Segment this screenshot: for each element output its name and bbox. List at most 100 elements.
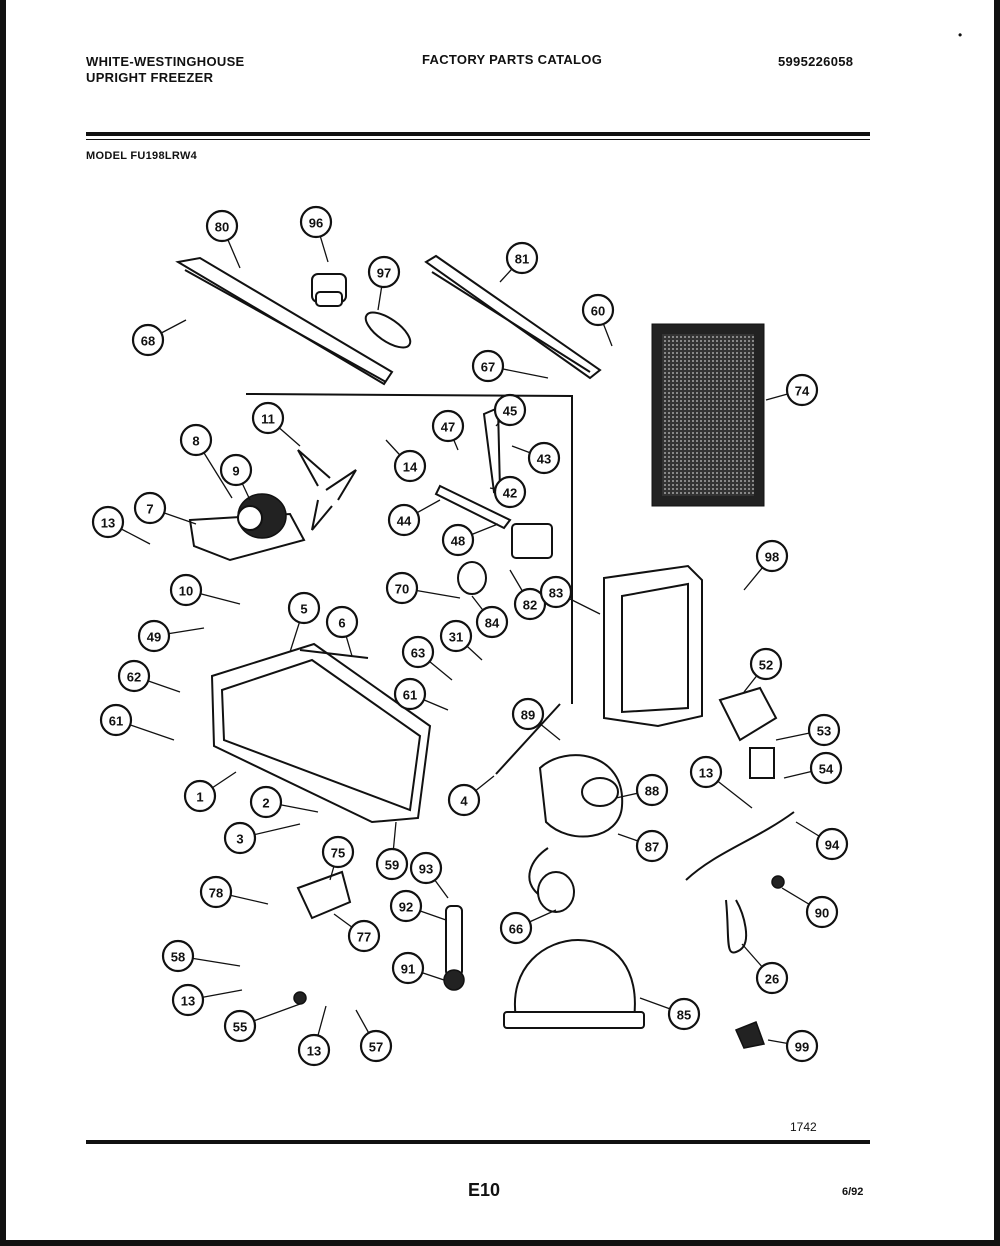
- fan-blade: [297, 449, 357, 531]
- callout-59: 59: [375, 847, 409, 881]
- callout-5: 5: [287, 591, 321, 625]
- callout-90: 90: [805, 895, 839, 929]
- callout-7: 7: [133, 491, 167, 525]
- brand-header: WHITE-WESTINGHOUSE UPRIGHT FREEZER: [86, 54, 245, 86]
- callout-number: 52: [759, 658, 773, 673]
- callout-number: 93: [419, 862, 433, 877]
- cabinet-box: [603, 564, 703, 728]
- callout-85: 85: [667, 997, 701, 1031]
- callout-number: 89: [521, 708, 535, 723]
- callout-number: 77: [357, 930, 371, 945]
- brand-line-1: WHITE-WESTINGHOUSE: [86, 54, 245, 69]
- top-rail-right: [424, 254, 602, 380]
- callout-number: 58: [171, 950, 185, 965]
- callout-13: 13: [91, 505, 125, 539]
- callout-number: 98: [765, 550, 779, 565]
- wire-frame: [245, 393, 573, 704]
- callout-10: 10: [169, 573, 203, 607]
- fan-shroud: [538, 754, 624, 838]
- grommet: [293, 991, 307, 1005]
- callout-number: 59: [385, 858, 399, 873]
- callout-number: 4: [460, 794, 468, 809]
- callout-9: 9: [219, 453, 253, 487]
- callout-number: 91: [401, 962, 415, 977]
- callout-62: 62: [117, 659, 151, 693]
- callout-number: 13: [181, 994, 195, 1009]
- callout-number: 74: [795, 384, 810, 399]
- top-rail-left: [175, 256, 394, 386]
- callout-number: 80: [215, 220, 229, 235]
- callout-number: 87: [645, 840, 659, 855]
- callout-number: 78: [209, 886, 223, 901]
- callout-number: 63: [411, 646, 425, 661]
- callout-number: 13: [101, 516, 115, 531]
- harness: [725, 899, 748, 954]
- callout-number: 57: [369, 1040, 383, 1055]
- callout-88: 88: [635, 773, 669, 807]
- motor: [528, 847, 575, 913]
- callout-84: 84: [475, 605, 509, 639]
- callout-number: 81: [515, 252, 529, 267]
- callout-number: 44: [397, 514, 412, 529]
- callout-number: 42: [503, 486, 517, 501]
- callout-number: 7: [146, 502, 153, 517]
- callout-number: 85: [677, 1008, 691, 1023]
- callout-number: 3: [236, 832, 243, 847]
- light-socket: [311, 273, 347, 307]
- callout-78: 78: [199, 875, 233, 909]
- callout-number: 53: [817, 724, 831, 739]
- callout-44: 44: [387, 503, 421, 537]
- callout-26: 26: [755, 961, 789, 995]
- page-number: E10: [468, 1180, 501, 1200]
- callout-number: 48: [451, 534, 465, 549]
- callout-number: 96: [309, 216, 323, 231]
- thermostat-knob: [457, 561, 487, 595]
- callout-80: 80: [205, 209, 239, 243]
- callout-number: 88: [645, 784, 659, 799]
- callout-number: 90: [815, 906, 829, 921]
- clip: [771, 875, 785, 889]
- callout-52: 52: [749, 647, 783, 681]
- callout-91: 91: [391, 951, 425, 985]
- callout-94: 94: [815, 827, 849, 861]
- plug: [734, 1021, 766, 1049]
- callout-number: 75: [331, 846, 345, 861]
- thermostat-box: [511, 523, 553, 559]
- figure-code: 1742: [790, 1120, 817, 1134]
- callout-13: 13: [171, 983, 205, 1017]
- callout-number: 82: [523, 598, 537, 613]
- callout-number: 11: [261, 412, 275, 427]
- callout-number: 6: [338, 616, 345, 631]
- catalog-title: FACTORY PARTS CATALOG: [422, 52, 603, 67]
- callout-number: 2: [262, 796, 269, 811]
- callout-99: 99: [785, 1029, 819, 1063]
- callout-47: 47: [431, 409, 465, 443]
- callout-48: 48: [441, 523, 475, 557]
- callout-83: 83: [539, 575, 573, 609]
- callout-57: 57: [359, 1029, 393, 1063]
- callout-58: 58: [161, 939, 195, 973]
- callout-number: 49: [147, 630, 161, 645]
- footer-rule: [86, 1140, 870, 1144]
- callout-number: 54: [819, 762, 834, 777]
- mounting-bracket: [296, 870, 352, 920]
- callout-70: 70: [385, 571, 419, 605]
- callout-number: 43: [537, 452, 551, 467]
- callout-8: 8: [179, 423, 213, 457]
- relay-plate: [749, 747, 775, 779]
- brand-line-2: UPRIGHT FREEZER: [86, 70, 214, 85]
- callout-49: 49: [137, 619, 171, 653]
- callout-61: 61: [393, 677, 427, 711]
- callout-number: 47: [441, 420, 455, 435]
- callout-68: 68: [131, 323, 165, 357]
- callout-number: 83: [549, 586, 563, 601]
- date-code: 6/92: [842, 1186, 864, 1198]
- callout-55: 55: [223, 1009, 257, 1043]
- callout-number: 84: [485, 616, 500, 631]
- callout-number: 60: [591, 304, 605, 319]
- compressor: [503, 938, 645, 1029]
- callout-43: 43: [527, 441, 561, 475]
- callout-4: 4: [447, 783, 481, 817]
